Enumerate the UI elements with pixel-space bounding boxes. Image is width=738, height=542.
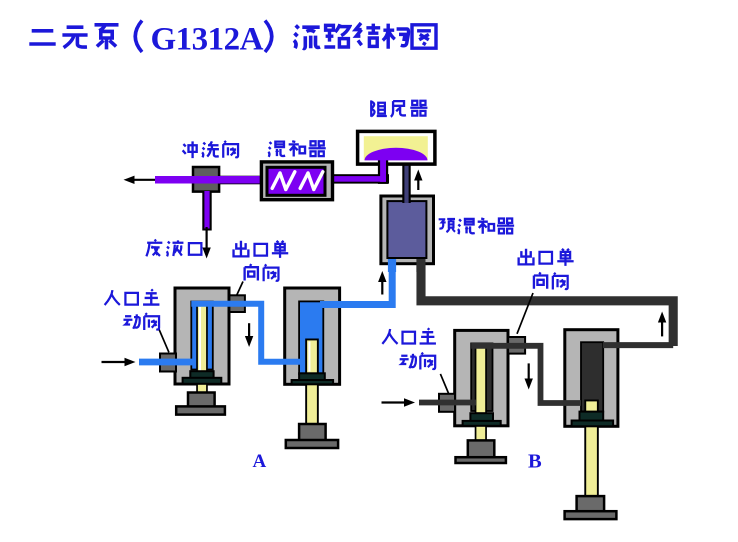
svg-text:A: A — [253, 451, 267, 472]
svg-text:B: B — [528, 451, 542, 473]
svg-text:G1312A: G1312A — [151, 22, 264, 58]
